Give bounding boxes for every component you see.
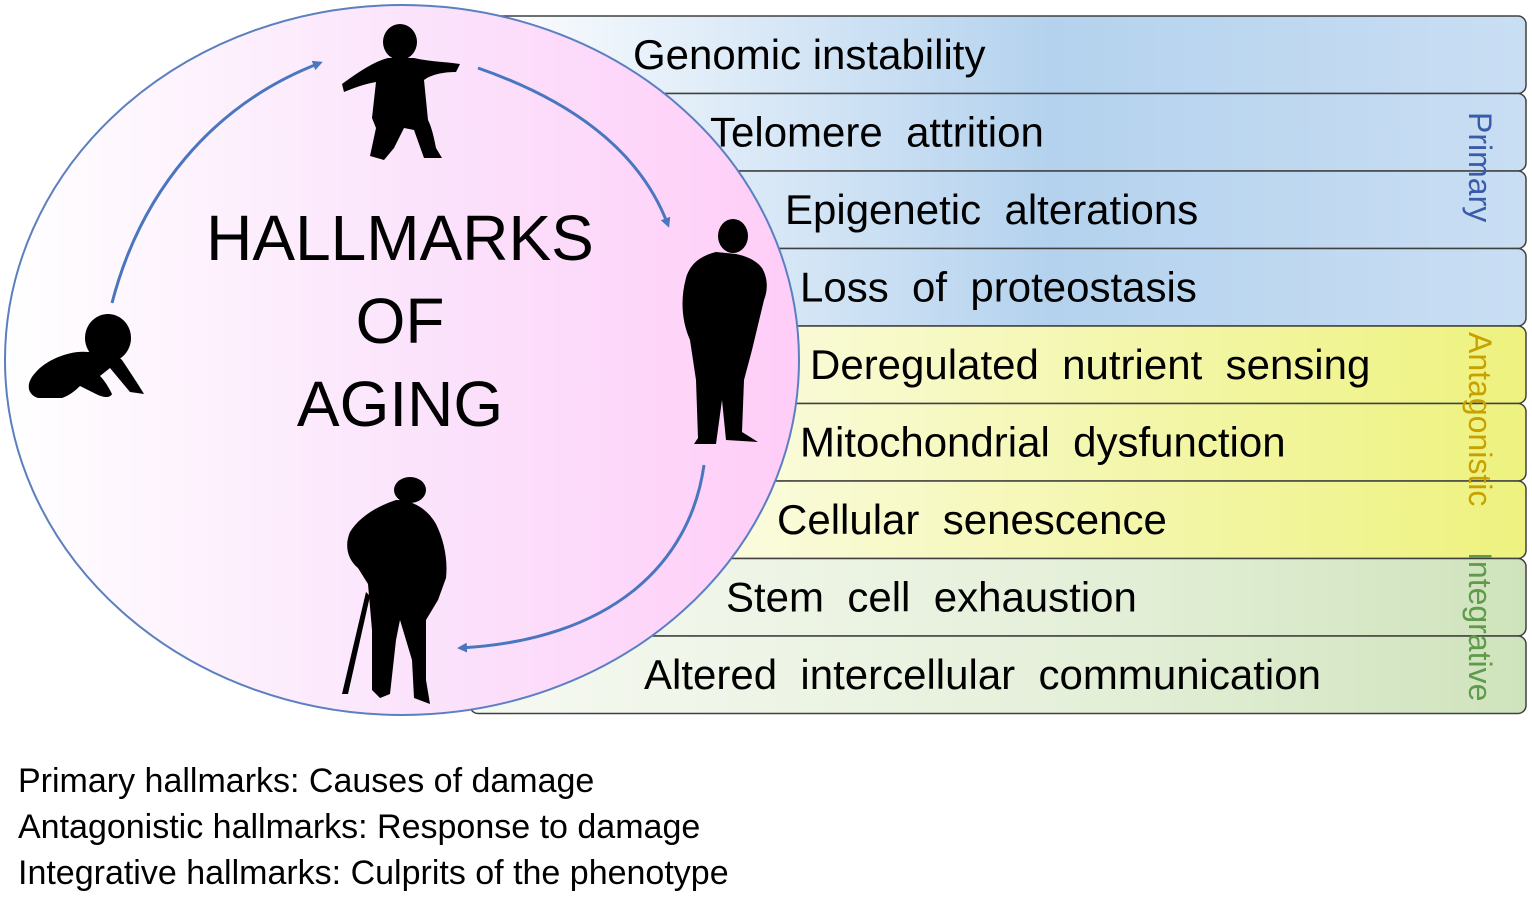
hallmark-label-2: Telomere attrition: [710, 108, 1044, 155]
group-label-antagonistic: Antagonistic: [1462, 332, 1498, 506]
elderly-icon: [342, 477, 447, 704]
legend-primary: Primary hallmarks: Causes of damage: [18, 762, 595, 800]
hallmark-label-5: Deregulated nutrient sensing: [810, 341, 1370, 388]
baby-icon: [28, 314, 144, 398]
child-icon: [342, 24, 460, 160]
cycle-arrow-child-to-adult: [477, 66, 671, 228]
hallmark-label-4: Loss of proteostasis: [800, 263, 1197, 310]
cycle-arrow-adult-to-elderly: [457, 464, 706, 653]
legend-antagonistic: Antagonistic hallmarks: Response to dama…: [18, 808, 701, 846]
diagram-title-line-1: HALLMARKS: [206, 202, 594, 274]
cycle-arrow-baby-to-child: [110, 60, 323, 304]
group-label-integrative: Integrative: [1462, 552, 1498, 701]
hallmark-label-3: Epigenetic alterations: [785, 186, 1198, 233]
diagram-title-line-2: OF: [356, 285, 445, 357]
hallmark-label-7: Cellular senescence: [777, 496, 1167, 543]
life-cycle-circle: [4, 4, 800, 716]
legend: Primary hallmarks: Causes of damage Anta…: [18, 758, 918, 896]
group-label-primary: Primary: [1462, 112, 1498, 222]
adult-icon: [682, 219, 767, 444]
hallmark-label-9: Altered intercellular communication: [644, 651, 1321, 698]
hallmark-label-1: Genomic instability: [633, 31, 985, 78]
hallmark-label-8: Stem cell exhaustion: [726, 573, 1137, 620]
diagram-title-line-3: AGING: [297, 368, 503, 440]
hallmark-label-6: Mitochondrial dysfunction: [800, 418, 1286, 465]
legend-integrative: Integrative hallmarks: Culprits of the p…: [18, 854, 729, 892]
